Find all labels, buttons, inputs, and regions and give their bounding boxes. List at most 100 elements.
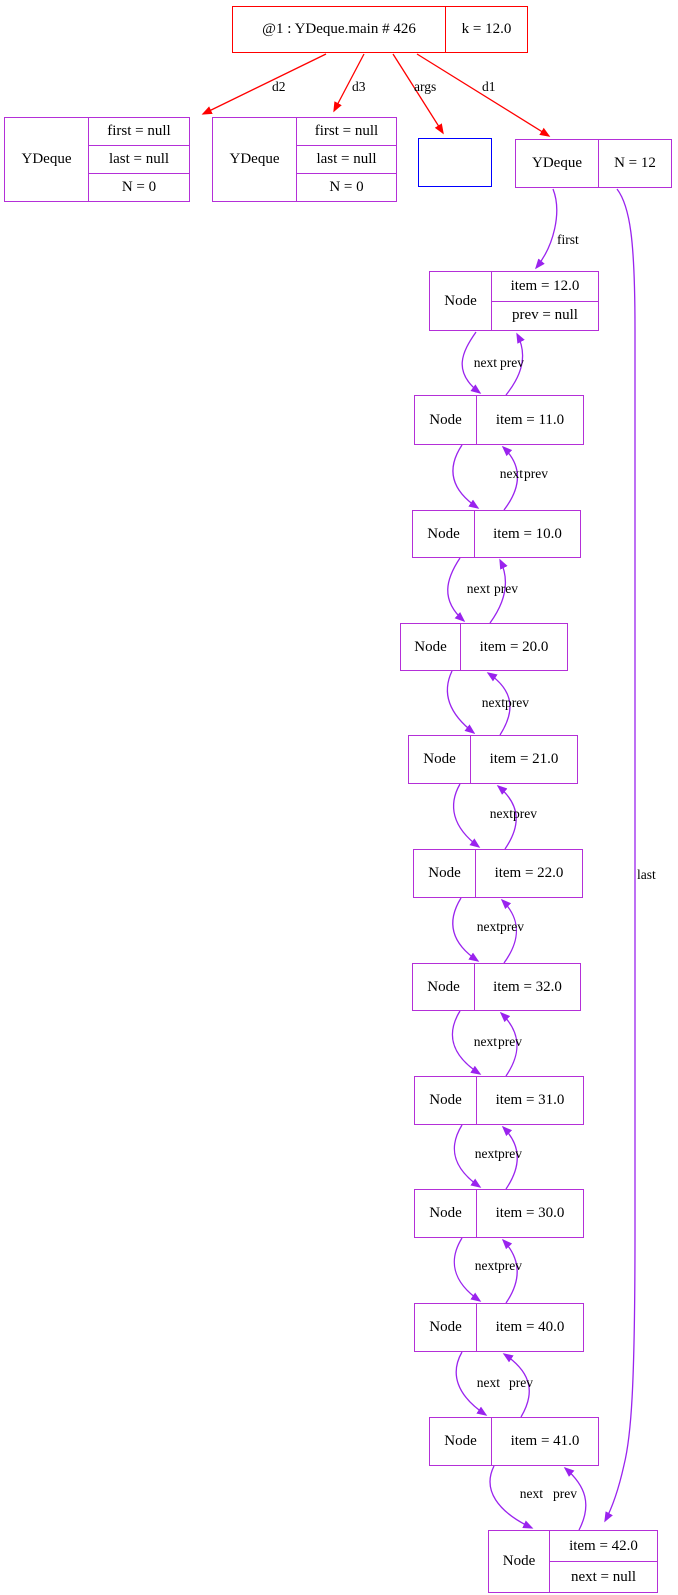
- node-field-item: item = 30.0: [495, 1205, 565, 1221]
- edge-next: [453, 1237, 482, 1302]
- edge-d3: [333, 53, 365, 113]
- edge-prev: [486, 672, 511, 736]
- edge-prev: [505, 332, 525, 396]
- edge-next: [447, 557, 466, 623]
- node-field-item: item = 31.0: [495, 1092, 565, 1108]
- node-field-item: item = 10.0: [493, 525, 562, 542]
- node-type-label: Node: [409, 736, 471, 783]
- edge-next: [453, 1124, 482, 1188]
- args-array-box: [418, 138, 492, 187]
- ydeque-d1-box: YDeque N = 12: [515, 139, 672, 188]
- node-type-label: Node: [415, 396, 477, 444]
- ydeque-d2-box: YDeque first = null last = null N = 0: [4, 117, 190, 202]
- edge-label-next: next: [482, 695, 505, 710]
- edge-next: [452, 444, 480, 509]
- edge-prev: [500, 898, 517, 964]
- edge-label-prev: prev: [509, 1375, 533, 1390]
- edge-label-next: next: [475, 1258, 498, 1273]
- edge-prev: [563, 1466, 587, 1531]
- ydeque-d3-box: YDeque first = null last = null N = 0: [212, 117, 397, 202]
- node-field-item: item = 42.0: [569, 1537, 638, 1554]
- edge-label-prev: prev: [498, 1258, 522, 1273]
- node-box-9: Node item = 40.0: [414, 1303, 584, 1352]
- edge-label-args: args: [414, 79, 436, 94]
- ydeque-type-label: YDeque: [516, 140, 599, 187]
- node-box-10: Node item = 41.0: [429, 1417, 599, 1466]
- edge-label-next: next: [474, 1034, 497, 1049]
- edge-d2: [201, 53, 327, 115]
- edge-label-last: last: [637, 867, 656, 882]
- edge-label-prev: prev: [498, 1146, 522, 1161]
- edge-next: [452, 783, 481, 848]
- node-type-label: Node: [415, 1190, 477, 1237]
- edge-label-prev: prev: [513, 806, 537, 821]
- stack-frame-box: @1 : YDeque.main # 426 k = 12.0: [232, 6, 528, 53]
- edge-label-next: next: [500, 466, 523, 481]
- edge-label-prev: prev: [553, 1486, 577, 1501]
- edge-label-prev: prev: [494, 581, 518, 596]
- ydeque-type-label: YDeque: [213, 118, 297, 201]
- edge-label-prev: prev: [500, 919, 524, 934]
- edge-label-prev: prev: [500, 355, 524, 370]
- edge-next: [489, 1465, 534, 1529]
- edge-prev: [502, 1353, 530, 1418]
- field-first: first = null: [107, 123, 171, 139]
- node-box-6: Node item = 32.0: [412, 963, 581, 1011]
- edge-args: [392, 53, 444, 135]
- edge-prev: [499, 1011, 518, 1077]
- edge-next: [461, 331, 482, 394]
- edge-next: [452, 897, 480, 962]
- node-box-2: Node item = 10.0: [412, 510, 581, 558]
- node-type-label: Node: [415, 1304, 477, 1351]
- ydeque-type-label: YDeque: [5, 118, 89, 201]
- node-field-item: item = 20.0: [479, 638, 549, 655]
- frame-title: @1 : YDeque.main # 426: [233, 7, 446, 52]
- edge-label-next: next: [490, 806, 513, 821]
- node-field-next: next = null: [550, 1561, 657, 1592]
- edge-label-next: next: [474, 355, 497, 370]
- field-n: N = 0: [89, 173, 189, 201]
- node-field-item: item = 22.0: [494, 865, 564, 881]
- node-type-label: Node: [401, 624, 461, 670]
- edge-label-next: next: [520, 1486, 543, 1501]
- node-type-label: Node: [415, 1077, 477, 1124]
- edge-label-prev: prev: [505, 695, 529, 710]
- node-type-label: Node: [414, 850, 476, 897]
- edge-last: [604, 188, 636, 1523]
- node-field-prev: prev = null: [492, 300, 598, 331]
- field-first: first = null: [314, 123, 379, 139]
- node-box-3: Node item = 20.0: [400, 623, 568, 671]
- edge-label-next: next: [477, 1375, 500, 1390]
- frame-field-k: k = 12.0: [461, 21, 512, 37]
- edge-next: [455, 1351, 488, 1416]
- node-field-item: item = 32.0: [493, 978, 562, 995]
- field-n: N = 0: [297, 173, 396, 201]
- node-box-7: Node item = 31.0: [414, 1076, 584, 1125]
- field-n: N = 12: [614, 155, 656, 171]
- edge-prev: [496, 785, 517, 850]
- node-type-label: Node: [413, 511, 475, 557]
- edge-first: [535, 188, 558, 270]
- node-box-5: Node item = 22.0: [413, 849, 583, 898]
- edge-prev: [489, 558, 508, 624]
- field-last: last = null: [297, 145, 396, 173]
- node-type-label: Node: [489, 1531, 550, 1592]
- node-type-label: Node: [430, 1418, 492, 1465]
- node-field-item: item = 11.0: [495, 411, 565, 428]
- node-field-item: item = 40.0: [495, 1319, 565, 1335]
- node-field-item: item = 21.0: [489, 751, 559, 767]
- edge-next: [446, 670, 476, 734]
- node-field-item: item = 12.0: [510, 277, 580, 294]
- edge-label-prev: prev: [524, 466, 548, 481]
- field-last: last = null: [89, 145, 189, 173]
- edge-label-next: next: [477, 919, 500, 934]
- edge-d1: [416, 53, 551, 137]
- node-type-label: Node: [430, 272, 492, 330]
- edge-label-first: first: [557, 232, 579, 247]
- edge-prev: [501, 445, 518, 511]
- edge-label-d3: d3: [352, 79, 366, 94]
- node-box-1: Node item = 11.0: [414, 395, 584, 445]
- edge-next: [451, 1010, 482, 1075]
